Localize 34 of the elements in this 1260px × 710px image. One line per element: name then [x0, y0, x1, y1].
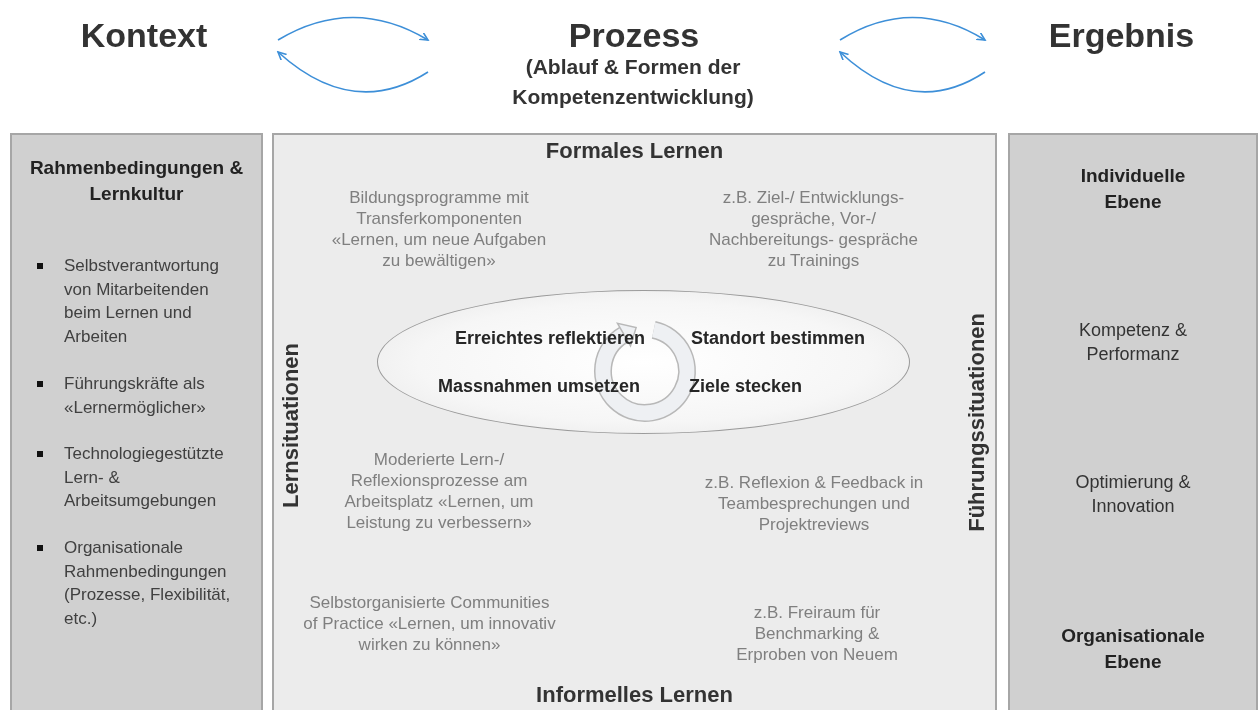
step-label: Erreichtes reflektieren	[453, 327, 645, 349]
center-panel	[272, 133, 997, 710]
side-panel	[10, 133, 263, 710]
panel-heading: Rahmenbedingungen & Lernkultur	[29, 156, 244, 206]
heading: Ergebnis	[1047, 15, 1196, 55]
subheading: (Ablauf & Formen der Kompetenzentwicklung)	[511, 54, 755, 110]
panel-heading: Organisationale Ebene	[1060, 624, 1206, 674]
panel-text: Optimierung & Innovation	[1074, 471, 1192, 518]
section-heading: Formales Lernen	[544, 138, 725, 164]
note-text: z.B. Freiraum für Benchmarking & Erproben von Neuem	[735, 602, 899, 665]
section-heading: Informelles Lernen	[535, 682, 734, 708]
curved-arrow	[277, 16, 429, 41]
side-panel	[1008, 133, 1258, 710]
note-text: z.B. Ziel-/ Entwicklungs- gespräche, Vor-/ Nachbereitungs- gespräche zu Trainings	[708, 187, 919, 271]
heading: Prozess	[567, 15, 701, 55]
step-label: Standort bestimmen	[691, 327, 867, 349]
heading: Kontext	[79, 15, 209, 55]
curved-arrow	[839, 51, 986, 93]
panel-heading: Individuelle Ebene	[1079, 164, 1187, 214]
step-label: Ziele stecken	[689, 375, 804, 397]
bullet-item: Organisationale Rahmenbedingungen (Prozesse, Flexibilität, etc.)	[32, 536, 247, 630]
bullet-item: Technologiegestützte Lern- & Arbeitsumgebungen	[32, 442, 247, 513]
bullet-item: Selbstverantwortung von Mitarbeitenden beim Lernen und Arbeiten	[32, 254, 247, 348]
vertical-heading: Führungssituationen	[964, 313, 990, 532]
vertical-heading: Lernsituationen	[278, 343, 304, 508]
note-text: Bildungsprogramme mit Transferkomponenten «Lernen, um neue Aufgaben zu bewältigen»	[330, 187, 548, 271]
curved-arrow	[839, 16, 986, 41]
step-label: Massnahmen umsetzen	[436, 375, 640, 397]
bullet-item: Führungskräfte als «Lernermöglicher»	[32, 372, 247, 419]
curved-arrow	[277, 51, 429, 93]
panel-text: Kompetenz & Performanz	[1077, 319, 1189, 366]
note-text: Moderierte Lern-/ Reflexionsprozesse am Arbeitsplatz «Lernen, um Leistung zu verbessern»	[343, 449, 535, 533]
note-text: z.B. Reflexion & Feedback in Teambesprechungen und Projektreviews	[703, 472, 925, 535]
note-text: Selbstorganisierte Communities of Practice «Lernen, um innovativ wirken zu können»	[302, 592, 557, 655]
